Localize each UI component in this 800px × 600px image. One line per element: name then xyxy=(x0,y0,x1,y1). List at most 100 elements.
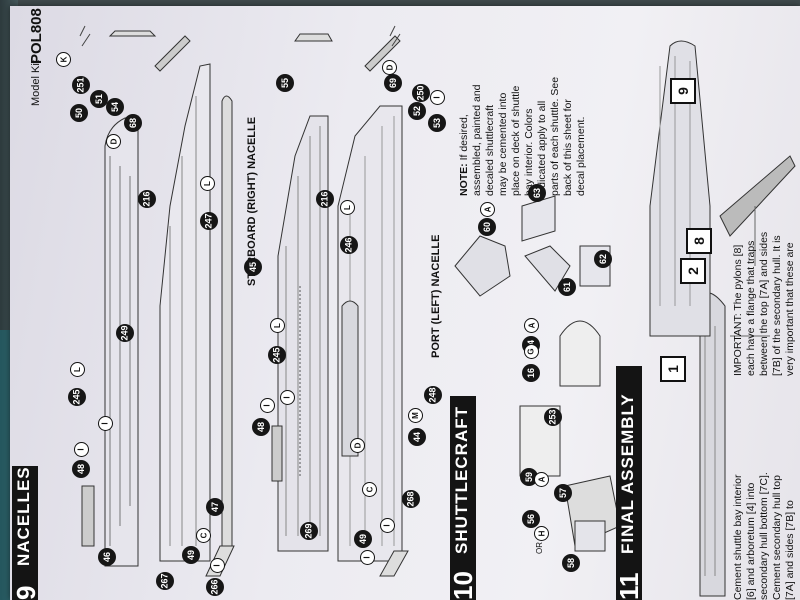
letter-badge-l-4: L xyxy=(270,318,285,333)
letter-badge-i-3: I xyxy=(98,416,113,431)
callout-61: 61 xyxy=(558,278,576,296)
callout-52: 52 xyxy=(408,102,426,120)
section-11-title: FINAL ASSEMBLY xyxy=(618,393,637,554)
callout-45: 45 xyxy=(244,258,262,276)
port-nacelle-label: PORT (LEFT) NACELLE xyxy=(430,234,442,358)
callout-54: 54 xyxy=(106,98,124,116)
part-drawings xyxy=(79,25,796,597)
letter-badge-i-1: I xyxy=(430,90,445,105)
callout-247: 247 xyxy=(200,212,218,230)
shuttle-note-line-5: bay interior. Colors xyxy=(523,108,535,196)
important-note-line-1: each have a flange that traps xyxy=(745,240,757,376)
callout-48-top: 48 xyxy=(72,460,90,478)
letter-badge-i-5: I xyxy=(280,390,295,405)
callout-58: 58 xyxy=(562,554,580,572)
letter-badge-a-2: A xyxy=(524,318,539,333)
callout-62: 62 xyxy=(594,250,612,268)
important-note-line-3: [7B] of the secondary hull. It is xyxy=(771,235,783,376)
important-note: IMPORTANT: The pylons [8] each have a fl… xyxy=(732,232,797,376)
callout-216-top: 216 xyxy=(138,190,156,208)
section-11-number: 11 xyxy=(614,572,644,600)
section-10-header xyxy=(450,396,476,600)
callout-248: 248 xyxy=(424,386,442,404)
callout-249: 249 xyxy=(116,324,134,342)
callout-57: 57 xyxy=(554,484,572,502)
callout-268: 268 xyxy=(402,490,420,508)
callout-44: 44 xyxy=(408,428,426,446)
callout-253: 253 xyxy=(544,408,562,426)
shuttle-part-64 xyxy=(559,320,601,387)
letter-badge-g: G xyxy=(524,344,539,359)
section-9-title: NACELLES xyxy=(14,466,33,566)
letter-badge-i-4: I xyxy=(260,398,275,413)
part-49b xyxy=(379,550,409,577)
callout-47: 47 xyxy=(206,498,224,516)
section-9-number: 9 xyxy=(11,585,41,600)
callout-53: 53 xyxy=(428,114,446,132)
letter-badge-l-2: L xyxy=(340,200,355,215)
instruction-sheet: Model Kit POL808 9 NACELLES 10 SHUTTLECR… xyxy=(10,6,800,600)
shuttle-note-line-4: place on deck of shuttle xyxy=(510,85,522,196)
step-box-8: 8 xyxy=(686,228,712,254)
letter-badge-a-1: A xyxy=(480,202,495,217)
important-note-line-2: between the top [7A] and sides xyxy=(758,231,770,376)
letter-badge-m: M xyxy=(408,408,423,423)
letter-badge-d-1: D xyxy=(106,134,121,149)
final-text-line-3: Cement secondary hull top xyxy=(771,475,783,600)
callout-250: 250 xyxy=(412,84,430,102)
shuttle-note-line-3: may be cemented into xyxy=(497,92,509,196)
callout-55: 55 xyxy=(276,74,294,92)
letter-badge-k: K xyxy=(56,52,71,67)
shuttle-note: NOTE: If desired, assembled, painted and… xyxy=(458,77,588,196)
callout-216-bottom: 216 xyxy=(316,190,334,208)
letter-badge-i-6: I xyxy=(210,558,225,573)
important-note-line-0: IMPORTANT: The pylons [8] xyxy=(732,244,744,376)
section-10-number: 10 xyxy=(448,571,478,600)
callout-60: 60 xyxy=(478,218,496,236)
part-48 xyxy=(81,485,95,547)
final-assembly-text: Cement shuttle bay interior [6] and arbo… xyxy=(732,472,797,600)
final-text-line-1: [6] and arboretum [4] into xyxy=(745,482,757,600)
letter-badge-l-3: L xyxy=(70,362,85,377)
letter-badge-d-2: D xyxy=(382,60,397,75)
model-kit-label: Model Kit xyxy=(30,60,42,106)
nacelle-part-246 xyxy=(341,300,359,457)
section-10-title: SHUTTLECRAFT xyxy=(452,406,471,554)
callout-56: 56 xyxy=(522,510,540,528)
part-48b xyxy=(271,425,283,482)
section-9-header xyxy=(12,466,38,600)
final-pylon xyxy=(719,155,796,237)
shuttle-note-lead: NOTE: xyxy=(458,163,470,196)
callout-269: 269 xyxy=(300,522,318,540)
callout-63: 63 xyxy=(528,184,546,202)
callout-251: 251 xyxy=(72,76,90,94)
callout-68: 68 xyxy=(124,114,142,132)
letter-badge-d-3: D xyxy=(350,438,365,453)
callout-69: 69 xyxy=(384,74,402,92)
step-box-1: 1 xyxy=(660,356,686,382)
letter-badge-c-1: C xyxy=(196,528,211,543)
part-55 xyxy=(294,33,333,42)
part-69 xyxy=(364,35,401,72)
shuttle-note-line-7: parts of each shuttle. See xyxy=(549,76,561,196)
callout-267: 267 xyxy=(156,572,174,590)
important-note-line-4: very important that these are xyxy=(784,242,796,376)
callout-49-top: 49 xyxy=(182,546,200,564)
letter-badge-c-2: C xyxy=(362,482,377,497)
final-text-line-2: secondary hull bottom [7C]. xyxy=(758,472,770,600)
nacelle-part-247 xyxy=(221,95,233,547)
callout-16: 16 xyxy=(522,364,540,382)
nacelle-part-45 xyxy=(277,115,329,552)
callout-50: 50 xyxy=(70,104,88,122)
shuttle-note-line-9: decal placement. xyxy=(575,116,587,196)
shuttle-note-line-0: If desired, xyxy=(458,114,470,161)
shuttle-part-63 xyxy=(521,195,556,242)
final-text-line-4: [7A] and sides [7B] to xyxy=(784,500,796,600)
letter-badge-a-3: A xyxy=(534,472,549,487)
shuttle-note-line-2: decaled shuttlecraft xyxy=(484,104,496,196)
letter-badge-i-8: I xyxy=(380,518,395,533)
callout-49-bottom: 49 xyxy=(354,530,372,548)
callout-59: 59 xyxy=(520,468,538,486)
letter-badge-i-7: I xyxy=(360,550,375,565)
shuttle-note-line-1: assembled, painted and xyxy=(471,84,483,197)
